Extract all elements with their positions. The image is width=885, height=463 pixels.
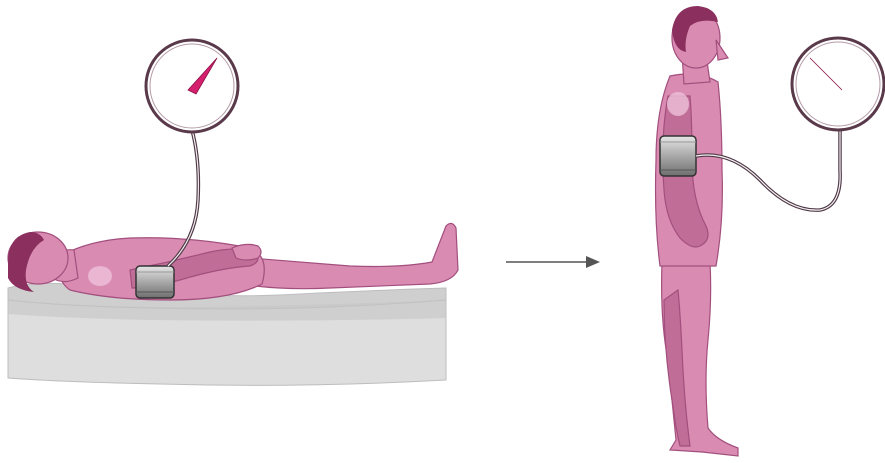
supine-person (8, 223, 458, 300)
supine-shoulder-highlight (88, 266, 112, 286)
supine-hand (232, 244, 261, 260)
pressure-gauge-icon (146, 40, 238, 132)
right-arrow-icon (506, 256, 600, 268)
standing-cuff (660, 136, 696, 176)
mattress (8, 283, 446, 385)
standing-shoulder-highlight (667, 92, 689, 116)
supine-panel (8, 40, 458, 385)
standing-nose (716, 40, 728, 60)
pressure-gauge-icon (792, 38, 884, 130)
standing-panel (656, 6, 885, 456)
supine-cuff (136, 266, 174, 298)
supine-legs (250, 223, 458, 288)
standing-person (656, 6, 739, 456)
